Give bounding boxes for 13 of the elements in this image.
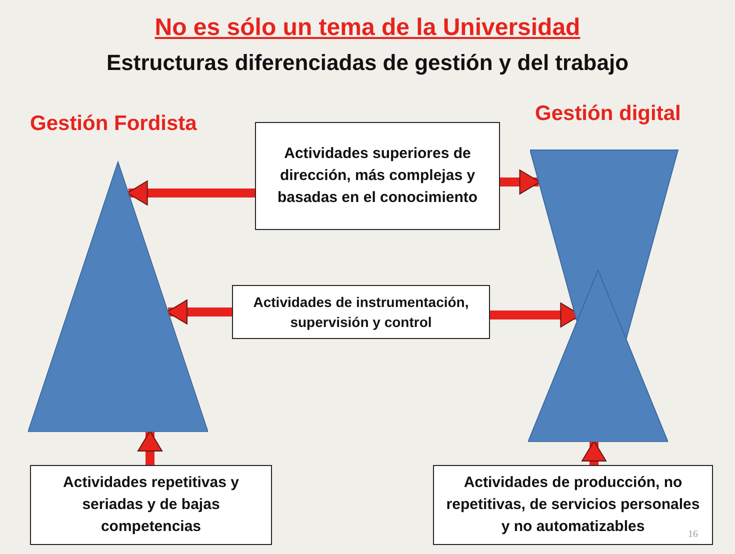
text-box: Actividades superiores de dirección, más complejas y basadas en el conocimiento [255, 122, 500, 230]
text-box: Actividades repetitivas y seriadas y de bajas competencias [30, 465, 272, 545]
text-box: Actividades de instrumentación, supervisión y control [232, 285, 490, 339]
arrow [500, 170, 540, 194]
heading: Gestión Fordista [30, 112, 197, 136]
arrow [126, 180, 255, 206]
subtitle: Estructuras diferenciadas de gestión y del trabajo [105, 50, 630, 76]
arrow [166, 300, 232, 324]
slide-title: No es sólo un tema de la Universidad [154, 14, 582, 42]
page-number: 16 [688, 529, 698, 540]
arrow [138, 430, 162, 465]
heading: Gestión digital [535, 102, 681, 126]
arrow [582, 440, 606, 465]
